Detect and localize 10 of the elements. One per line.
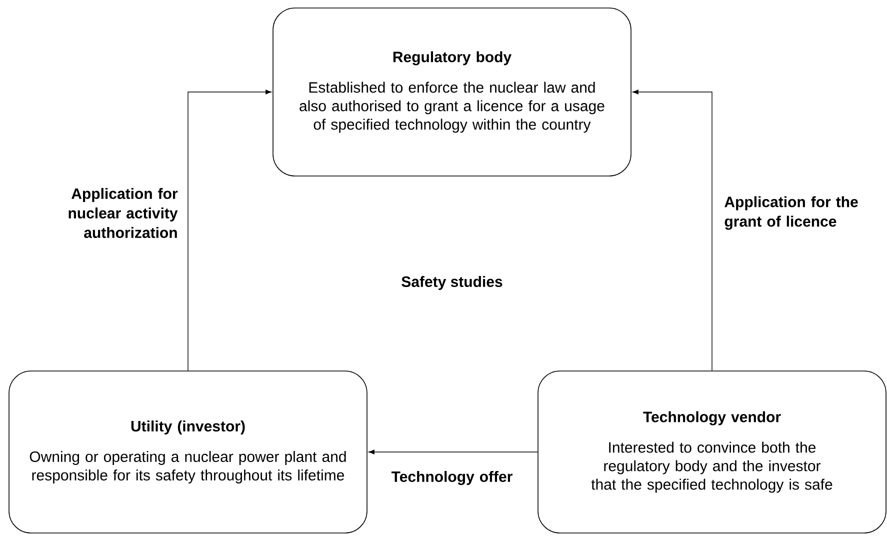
process-box: Technology vendor Interested to convince both the regulatory body and the investor that the specified technology is safe — [538, 370, 886, 534]
process-box: Regulatory body Established to enforce the nuclear law and also authorised to grant a licence for a usage of specified technology within the country — [272, 8, 632, 176]
arrow — [188, 90, 272, 371]
arrow — [632, 90, 712, 371]
process-box: Utility (investor) Owning or operating a nuclear power plant and responsible for its safety throughout its lifetime — [8, 370, 368, 534]
annotation-text: Safety studies — [402, 276, 502, 290]
edge-label: Application for the grant of licence — [724, 196, 858, 230]
arrow — [368, 450, 538, 454]
edge-label: Application for nuclear activity authorization — [68, 188, 178, 238]
edge-label: Technology offer — [391, 470, 512, 486]
